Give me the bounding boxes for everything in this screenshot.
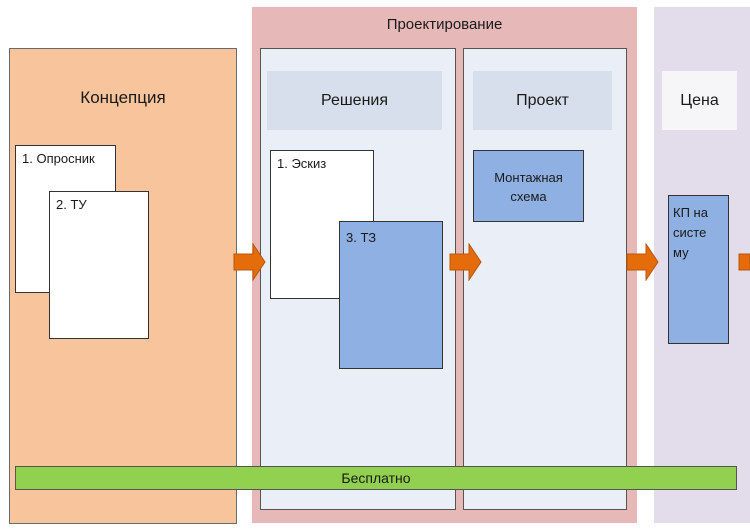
doc-assembly-scheme: Монтажная схема bbox=[473, 150, 584, 222]
flow-arrow-icon bbox=[449, 243, 482, 281]
doc-kp-line: систе bbox=[673, 225, 707, 240]
flow-arrow-icon bbox=[738, 253, 750, 271]
doc-kp-line: му bbox=[673, 245, 689, 260]
solutions-header: Решения bbox=[267, 71, 442, 130]
flow-arrow-icon bbox=[233, 243, 266, 281]
price-header: Цена bbox=[662, 71, 737, 130]
design-title: Проектирование bbox=[386, 16, 503, 33]
concept-title: Концепция bbox=[80, 88, 166, 107]
doc-tu: 2. ТУ bbox=[49, 191, 149, 339]
doc-kp-line: КП на bbox=[673, 205, 708, 220]
doc-kp: КП на систе му bbox=[668, 195, 729, 344]
doc-tz: 3. ТЗ bbox=[339, 221, 443, 369]
flow-arrow-icon bbox=[626, 243, 659, 281]
project-header: Проект bbox=[473, 71, 612, 130]
free-bar: Бесплатно bbox=[15, 466, 737, 490]
